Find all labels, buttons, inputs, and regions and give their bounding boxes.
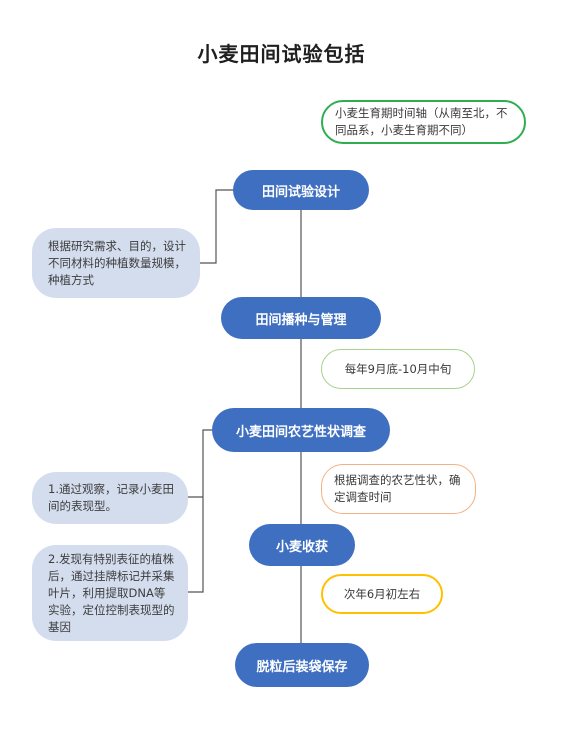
timeline-tag: 小麦生育期时间轴（从南至北，不同品系，小麦生育期不同）: [321, 100, 526, 144]
step-field-trial-design: 田间试验设计: [233, 170, 369, 210]
note-survey-2: 2.发现有特别表征的植株后，通过挂牌标记并采集叶片，利用提取DNA等实验，定位控…: [32, 545, 188, 641]
harvest-time-tag: 次年6月初左右: [321, 574, 443, 614]
step-sowing-management: 田间播种与管理: [221, 297, 381, 339]
bracket-survey-notes: [188, 429, 213, 593]
step-harvest: 小麦收获: [249, 524, 355, 566]
survey-time-tag: 根据调查的农艺性状，确定调查时间: [321, 464, 476, 514]
sowing-time-tag: 每年9月底-10月中旬: [321, 349, 475, 389]
step-agronomic-trait-survey: 小麦田间农艺性状调查: [212, 408, 390, 452]
note-design: 根据研究需求、目的，设计不同材料的种植数量规模，种植方式: [32, 228, 200, 298]
diagram-title: 小麦田间试验包括: [197, 42, 366, 66]
note-survey-1: 1.通过观察，记录小麦田间的表现型。: [32, 472, 188, 524]
bracket-design-note: [200, 189, 234, 264]
step-threshing-bagging: 脱粒后装袋保存: [235, 643, 369, 687]
